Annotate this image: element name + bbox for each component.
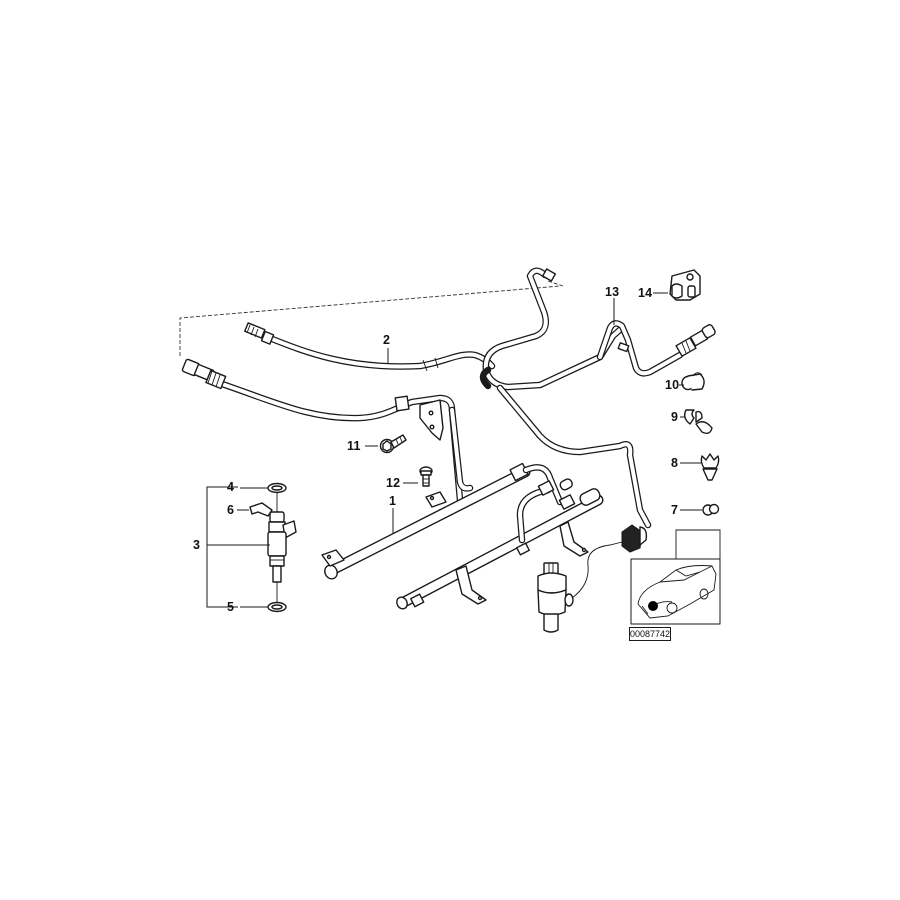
- callout-8: 8: [671, 456, 679, 470]
- callout-11: 11: [347, 439, 361, 453]
- pipe-clip-10: [681, 372, 705, 391]
- leader-lines: [206, 292, 702, 608]
- hex-bolt-11: [379, 434, 407, 454]
- fuel-rail-rear: [396, 488, 604, 610]
- fuel-pipe-vertical: [448, 406, 474, 492]
- callout-4: 4: [227, 480, 235, 494]
- callout-1: 1: [389, 494, 397, 508]
- location-marker: [648, 601, 658, 611]
- callout-14: 14: [638, 286, 653, 300]
- callout-10: 10: [665, 378, 680, 392]
- line-holder-14: [669, 269, 701, 301]
- fuel-pipe-main: [482, 267, 626, 391]
- callout-12: 12: [386, 476, 401, 490]
- callout-7: 7: [671, 503, 679, 517]
- dashed-reference-line: [179, 280, 564, 356]
- fuel-rail-1: [321, 462, 531, 580]
- fuel-feed-hose-2: [244, 322, 496, 372]
- callout-5: 5: [227, 600, 235, 614]
- callout-3: 3: [193, 538, 201, 552]
- callout-6: 6: [227, 503, 235, 517]
- callout-9: 9: [671, 410, 679, 424]
- callout-13: 13: [605, 285, 620, 299]
- pipe-clip-7: [702, 503, 720, 516]
- hex-bolt-12: [419, 466, 433, 487]
- pipe-clip-with-rivet-8: [700, 453, 720, 481]
- fuel-hose-lower: [181, 358, 464, 504]
- vehicle-location-inset: [630, 529, 721, 625]
- fuel-pipe-right: [496, 384, 652, 553]
- callout-2: 2: [383, 333, 391, 347]
- hose-bracket: [419, 399, 444, 441]
- fuel-injector-3: [249, 482, 297, 613]
- diagram-reference-number: 00087742: [629, 627, 671, 641]
- pressure-regulator: [537, 541, 623, 633]
- fuel-return-line-13: [479, 320, 716, 390]
- double-pipe-clip-9: [683, 409, 713, 435]
- rail-crossover-pipes: [516, 464, 576, 544]
